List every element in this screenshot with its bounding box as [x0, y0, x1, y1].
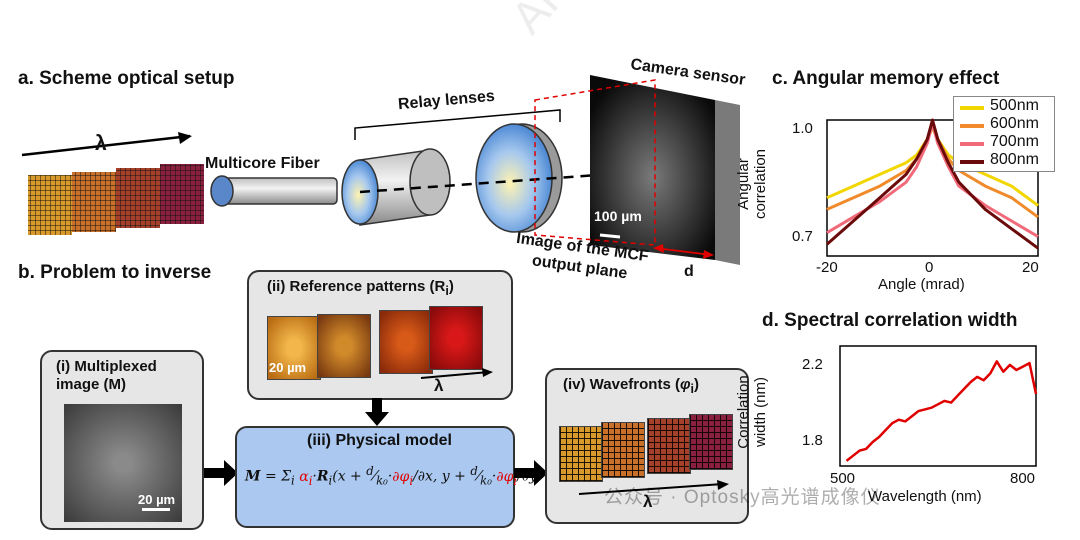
- chart-d-xtick-1: 500: [830, 470, 856, 487]
- chart-d-ylabel: Correlation width (nm): [735, 375, 769, 449]
- watermark-top: ARTICLE IN PRESS: [500, 0, 822, 44]
- lambda-arrow: [21, 134, 191, 157]
- wavefronts-lambda: λ: [643, 492, 653, 511]
- wavefront-3: [647, 418, 691, 474]
- chart-c-ytick-2: 0.7: [792, 228, 813, 245]
- chart-c-xtick-1: -20: [816, 259, 838, 276]
- legend-600nm: 600nm: [990, 115, 1039, 132]
- physical-model-equation: M = Σi αi·Ri(x + d⁄k₀·∂φi/∂x, y + d⁄k₀·∂…: [245, 464, 542, 488]
- physical-model-title: (iii) Physical model: [307, 432, 452, 449]
- panel-a-diagram: [21, 75, 740, 265]
- watermark-bottom: 公众号 · Optosky高光谱成像仪: [604, 487, 881, 508]
- reference-patterns-title: (ii) Reference patterns (Ri): [267, 278, 454, 298]
- angular-chart: [826, 118, 1039, 257]
- lambda-label-a: λ: [95, 132, 107, 155]
- fiber-label: Multicore Fiber: [205, 155, 320, 172]
- chart-c-legend: 500nm 600nm 700nm 800nm: [953, 96, 1055, 172]
- chart-c-ylabel: Angular correlation: [735, 148, 769, 220]
- wavefront-1: [559, 426, 603, 482]
- camera-sensor: [590, 75, 715, 260]
- wavefront-stack-a: [28, 164, 204, 235]
- panel-c-heading: c. Angular memory effect: [772, 68, 1000, 89]
- reference-pattern-4: [429, 306, 483, 370]
- legend-700nm: 700nm: [990, 133, 1039, 150]
- multicore-fiber: [221, 177, 338, 205]
- reference-lambda: λ: [434, 376, 444, 395]
- legend-800nm: 800nm: [990, 151, 1039, 168]
- legend-500nm: 500nm: [990, 97, 1039, 114]
- chart-c-xlabel: Angle (mrad): [878, 276, 965, 293]
- chart-d-xtick-2: 800: [1010, 470, 1036, 487]
- reference-pattern-2: [317, 314, 371, 378]
- chart-c-ytick-1: 1.0: [792, 120, 813, 137]
- chart-d-ytick-1: 2.2: [802, 356, 823, 373]
- reference-pattern-1: [267, 316, 321, 380]
- wavefronts-title: (iv) Wavefronts (φi): [563, 376, 699, 396]
- scale-bar-label-a: 100 µm: [594, 208, 642, 224]
- distance-label: d: [684, 263, 694, 280]
- wavefronts-panel: (iv) Wavefronts (φi) λ: [545, 368, 749, 524]
- reference-scale-label: 20 µm: [269, 360, 307, 375]
- reference-patterns-panel: (ii) Reference patterns (Ri) 20 µm λ: [247, 270, 513, 400]
- physical-model-panel: (iii) Physical model M = Σi αi·Ri(x + d⁄…: [235, 426, 542, 528]
- spectral-frame: [839, 345, 1037, 467]
- relay-lens-2: [475, 123, 553, 233]
- multiplexed-title: (i) Multiplexed image (M): [56, 358, 157, 393]
- chart-c-xtick-3: 20: [1022, 259, 1039, 276]
- wavefront-4: [689, 414, 733, 470]
- multiplexed-image: [64, 404, 182, 522]
- reference-pattern-3: [379, 310, 433, 374]
- spectral-series-0: [845, 360, 1038, 462]
- panel-b-heading: b. Problem to inverse: [18, 262, 212, 283]
- chart-d-ytick-2: 1.8: [802, 432, 823, 449]
- multiplexed-scale-label: 20 µm: [138, 492, 176, 507]
- chart-d-xlabel: Wavelength (nm): [868, 488, 982, 505]
- wavefront-2: [601, 422, 645, 478]
- spectral-chart: [839, 345, 1038, 467]
- chart-c-xtick-2: 0: [925, 259, 934, 276]
- angular-series-800nm: [826, 118, 1039, 250]
- panel-a-heading: a. Scheme optical setup: [18, 68, 235, 89]
- multiplexed-image-panel: (i) Multiplexed image (M) 20 µm: [40, 350, 204, 530]
- panel-d-heading: d. Spectral correlation width: [762, 310, 1018, 331]
